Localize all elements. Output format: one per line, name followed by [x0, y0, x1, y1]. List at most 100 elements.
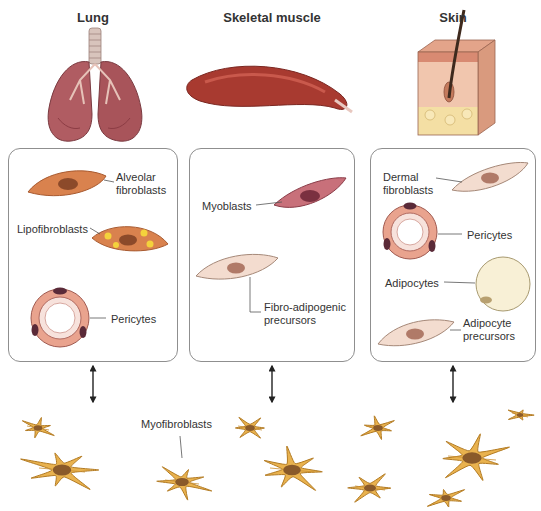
- drawing-part: [391, 213, 429, 251]
- drawing-part: [476, 257, 530, 311]
- drawing-part: [361, 416, 395, 440]
- drawing-part: [58, 118, 130, 129]
- drawing-part: [364, 484, 376, 491]
- skin-block: [418, 10, 495, 135]
- drawing-part: [373, 425, 383, 431]
- drawing-part: [256, 202, 282, 205]
- drawing-part: [92, 227, 168, 251]
- drawing-part: [406, 329, 424, 340]
- drawing-part: [21, 453, 99, 489]
- leader-line: [180, 436, 182, 458]
- cell-label: Pericytes: [111, 313, 156, 326]
- drawing-part: [508, 410, 534, 420]
- tissue-title: Skin: [371, 11, 535, 24]
- tissue-title: Lung: [9, 11, 177, 24]
- drawing-part: [157, 467, 212, 500]
- drawing-part: [512, 413, 528, 417]
- drawing-part: [404, 203, 417, 210]
- drawing-part: [418, 62, 478, 107]
- drawing-part: [443, 434, 510, 481]
- drawing-part: [366, 426, 390, 430]
- drawing-part: [22, 417, 54, 437]
- drawing-part: [175, 478, 189, 486]
- drawing-part: [425, 109, 472, 125]
- drawing-part: [187, 66, 347, 109]
- drawing-part: [89, 34, 101, 58]
- drawing-part: [335, 100, 352, 112]
- drawing-part: [434, 496, 458, 500]
- drawing-part: [196, 254, 278, 279]
- skin-cells: [378, 162, 530, 345]
- lung-organ: [48, 28, 142, 141]
- drawing-part: [478, 40, 495, 135]
- drawing-part: [31, 289, 89, 347]
- muscle-cells: [196, 178, 346, 312]
- drawing-part: [517, 413, 523, 417]
- drawing-part: [436, 178, 462, 182]
- drawing-part: [348, 474, 391, 502]
- muscle-organ: [187, 66, 352, 112]
- drawing-part: [27, 426, 49, 430]
- tissue-panel: SkinDermal fibroblastsPericytesAdipocyte…: [370, 148, 536, 362]
- drawing-part: [235, 417, 264, 438]
- drawing-part: [227, 263, 245, 274]
- cell-label: Pericytes: [467, 229, 512, 242]
- drawing-part: [245, 425, 255, 431]
- drawing-part: [45, 303, 75, 333]
- drawing-part: [264, 446, 322, 490]
- double-arrow: [92, 366, 93, 402]
- drawing-part: [441, 495, 451, 501]
- drawing-part: [90, 228, 100, 234]
- drawing-part: [300, 190, 320, 202]
- drawing-part: [32, 324, 39, 336]
- drawing-part: [274, 178, 346, 208]
- drawing-part: [418, 107, 478, 135]
- cell-label: Dermal fibroblasts: [383, 171, 443, 197]
- drawing-part: [481, 173, 499, 184]
- tissue-panel: LungAlveolar fibroblastsLipofibroblastsP…: [8, 148, 178, 362]
- drawing-part: [147, 241, 154, 248]
- lung-cells: [28, 171, 168, 347]
- drawing-part: [462, 452, 481, 464]
- drawing-part: [89, 28, 101, 64]
- drawing-part: [283, 465, 301, 476]
- drawing-part: [58, 178, 78, 190]
- cell-label: Myoblasts: [202, 200, 252, 213]
- tissue-panel: Skeletal muscleMyoblastsFibro-adipogenic…: [189, 148, 355, 362]
- drawing-part: [418, 52, 478, 62]
- drawing-part: [105, 233, 112, 240]
- drawing-part: [119, 235, 137, 246]
- drawing-part: [450, 330, 461, 331]
- drawing-part: [205, 75, 325, 92]
- drawing-part: [444, 282, 475, 283]
- myofibroblast-region: Myofibroblasts: [0, 404, 541, 511]
- drawing-part: [480, 297, 492, 304]
- drawing-part: [238, 426, 262, 430]
- drawing-part: [397, 219, 423, 245]
- drawing-part: [141, 230, 148, 237]
- drawing-part: [28, 171, 106, 196]
- myofibroblast-cells: [21, 410, 534, 507]
- tissue-title: Skeletal muscle: [190, 11, 354, 24]
- drawing-part: [452, 162, 528, 191]
- cell-label: Lipofibroblasts: [17, 223, 88, 236]
- drawing-part: [53, 288, 67, 295]
- cell-label: Adipocytes: [385, 277, 439, 290]
- drawing-part: [250, 277, 261, 312]
- double-arrow: [271, 366, 272, 402]
- double-arrow: [452, 366, 453, 402]
- drawing-part: [378, 320, 454, 346]
- cell-label: Adipocyte precursors: [463, 317, 531, 343]
- drawing-part: [438, 234, 462, 235]
- drawing-part: [384, 238, 391, 250]
- drawing-part: [383, 205, 437, 259]
- cell-label: Myofibroblasts: [138, 418, 215, 431]
- drawing-part: [70, 64, 120, 104]
- drawing-part: [53, 464, 71, 475]
- drawing-part: [80, 326, 87, 338]
- drawing-part: [90, 318, 106, 319]
- drawing-part: [427, 490, 464, 507]
